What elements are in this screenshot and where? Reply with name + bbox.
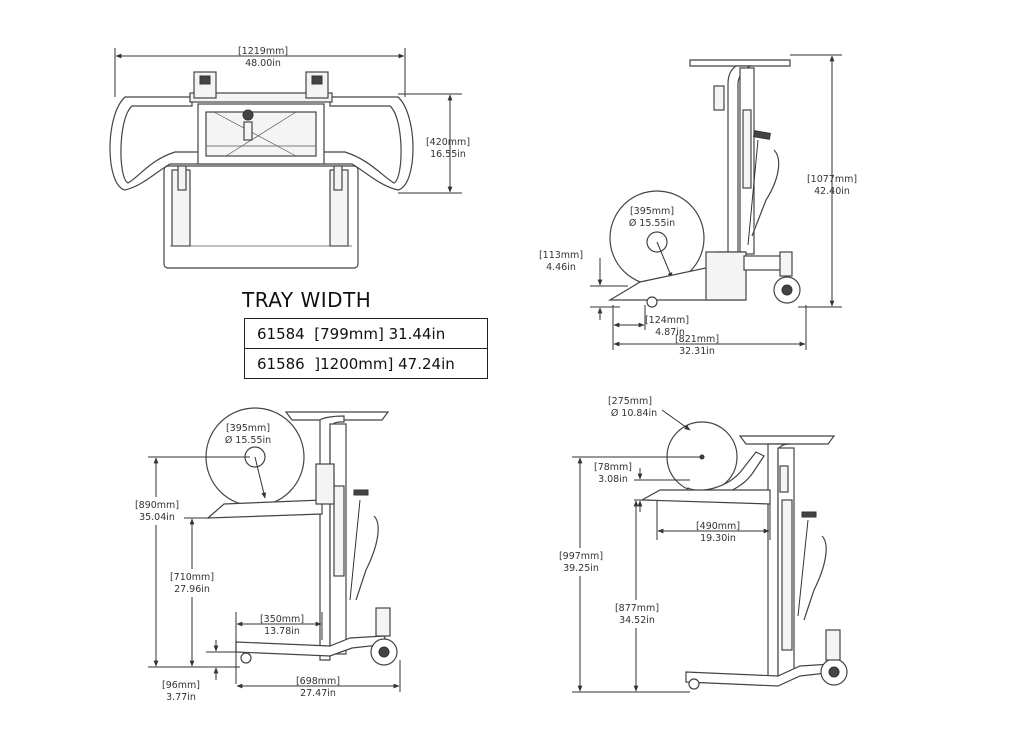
lower-left-lift-in: 27.96in [174, 584, 210, 595]
top-width-mm: [1219mm] [238, 46, 288, 57]
tray-row-61584: 61584 [799mm] 31.44in [244, 318, 488, 349]
lower-left-max-in: 35.04in [139, 512, 175, 523]
lower-right-cradle-height-mm: [877mm] [615, 603, 659, 614]
lower-right-cradle-in: 3.08in [598, 474, 628, 485]
lower-right-roll-mm: [275mm] [608, 396, 652, 407]
upper-offset-mm: [124mm] [645, 315, 689, 326]
lower-left-reach-in: 13.78in [264, 626, 300, 637]
lower-right-roll-in: Ø 10.84in [611, 408, 657, 419]
lower-left-reach-mm: [350mm] [260, 614, 304, 625]
top-width-in: 48.00in [245, 58, 281, 69]
lower-left-min-in: 3.77in [166, 692, 196, 703]
tray-row-61586: 61586 ]1200mm] 47.24in [244, 348, 488, 379]
top-depth-mm: [420mm] [426, 137, 470, 148]
lower-left-roll-in: Ø 15.55in [225, 435, 271, 446]
upper-height-in: 42.40in [814, 186, 850, 197]
lower-right-overall-in: 39.25in [563, 563, 599, 574]
lower-right-cradle-mm: [78mm] [594, 462, 632, 473]
upper-tray-mm: [113mm] [539, 250, 583, 261]
table-row: 61584 [799mm] 31.44in [244, 318, 488, 349]
lower-right-cradle-height-in: 34.52in [619, 615, 655, 626]
side-view-upper: [395mm] Ø 15.55in [1077mm] 42.40in [113m… [539, 54, 857, 357]
table-row: 61586 ]1200mm] 47.24in [244, 348, 488, 379]
lower-left-min-mm: [96mm] [162, 680, 200, 691]
lower-right-reach-in: 19.30in [700, 533, 736, 544]
top-view: [1219mm] 48.00in [420mm] 16.55in [109, 46, 470, 269]
tray-width-table: 61584 [799mm] 31.44in 61586 ]1200mm] 47.… [244, 318, 488, 379]
upper-tray-in: 4.46in [546, 262, 576, 273]
upper-offset-in: 4.87in [655, 327, 685, 338]
lower-right-reach-mm: [490mm] [696, 521, 740, 532]
upper-roll-mm: [395mm] [630, 206, 674, 217]
lower-left-base-in: 27.47in [300, 688, 336, 699]
upper-height-mm: [1077mm] [807, 174, 857, 185]
lower-left-roll-mm: [395mm] [226, 423, 270, 434]
lower-left-max-mm: [890mm] [135, 500, 179, 511]
side-view-lower-left: [395mm] Ø 15.55in [890mm] 35.04in [710mm… [134, 407, 401, 703]
lower-left-base-mm: [698mm] [296, 676, 340, 687]
tray-width-title: TRAY WIDTH [242, 288, 372, 312]
upper-length-mm: [821mm] [675, 334, 719, 345]
upper-roll-in: Ø 15.55in [629, 218, 675, 229]
lower-right-overall-mm: [997mm] [559, 551, 603, 562]
top-depth-in: 16.55in [430, 149, 466, 160]
upper-length-in: 32.31in [679, 346, 715, 357]
side-view-lower-right: [275mm] Ø 10.84in [78mm] 3.08in [490mm] … [558, 396, 848, 693]
lower-left-lift-mm: [710mm] [170, 572, 214, 583]
